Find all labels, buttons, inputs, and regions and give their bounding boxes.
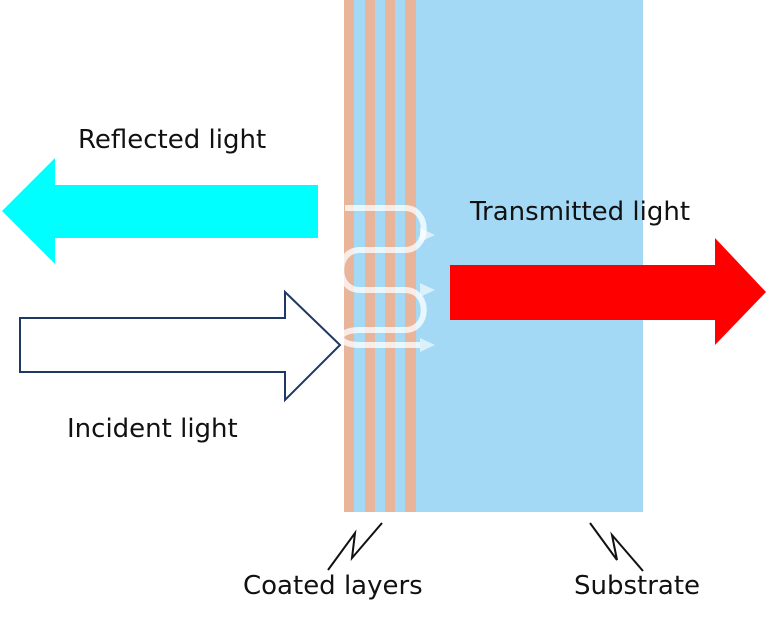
reflected-light-label: Reflected light — [78, 125, 267, 155]
coated-layers-leader — [327, 522, 383, 571]
substrate-leader — [589, 522, 644, 572]
incident-light-arrow — [19, 289, 342, 403]
coated-layers-label: Coated layers — [243, 571, 423, 601]
reflected-light-arrow — [2, 158, 318, 264]
substrate-label: Substrate — [574, 571, 701, 601]
reflection-arrowheads — [420, 228, 435, 352]
incident-light-label: Incident light — [67, 414, 238, 444]
transmitted-light-label: Transmitted light — [470, 197, 691, 227]
transmitted-light-arrow — [450, 238, 766, 345]
